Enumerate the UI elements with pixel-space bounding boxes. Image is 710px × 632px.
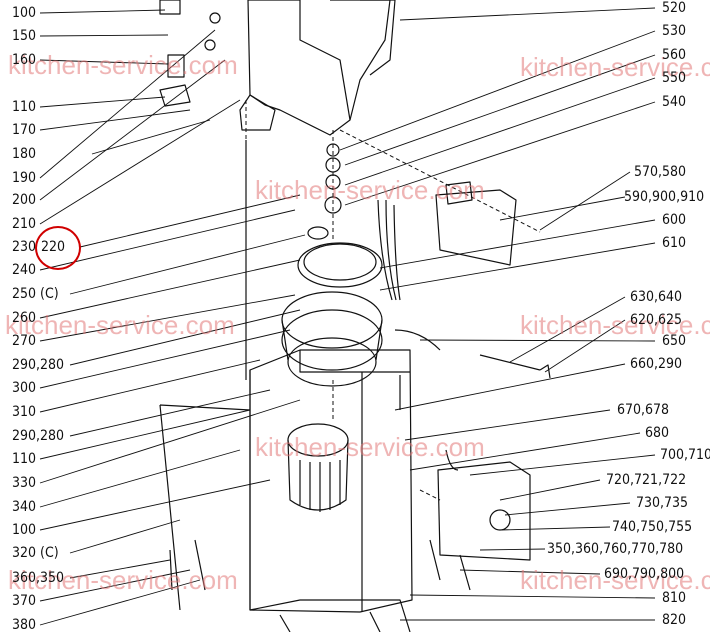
part-label: 300 [12,380,37,396]
part-label: 210 [12,216,37,232]
part-label: 150 [12,28,37,44]
part-label: 670,678 [617,402,670,418]
bracket [239,94,276,131]
part-label: 810 [662,590,687,606]
part-label: 700,710 [660,447,710,463]
highlight-circle [35,226,81,270]
part-label: 820 [662,612,687,628]
part-label: 530 [662,23,687,39]
bowl-rim [281,291,383,349]
part-label: 550 [662,70,687,86]
part-label: 360,350 [12,570,65,586]
part-label: 600 [662,212,687,228]
part-label: 660,290 [630,356,683,372]
part-label: 650 [662,333,687,349]
cutting-disc [297,242,383,288]
part-label: 100 [12,5,37,21]
part-label: 290,280 [12,428,65,444]
part-label: 240 [12,262,37,278]
part-label: 740,750,755 [612,519,693,535]
part-label: 720,721,722 [606,472,687,488]
control-box [437,461,531,561]
switch-box [435,189,517,266]
part-label: 230 [12,239,37,255]
motor [287,423,349,457]
part-label: 370 [12,593,37,609]
part-label: 520 [662,0,687,16]
part-label: 270 [12,333,37,349]
part-label: 180 [12,146,37,162]
part-label: 160 [12,52,37,68]
part-label: 110 [12,99,37,115]
part-label: 560 [662,47,687,63]
part-label: 310 [12,404,37,420]
part-label: 620,625 [630,312,683,328]
part-label: 170 [12,122,37,138]
part-label: 330 [12,475,37,491]
main-housing [249,349,413,613]
part-label: 590,900,910 [624,189,705,205]
part-label: 110 [12,451,37,467]
part-label: 320 (C) [12,545,59,561]
part-label: 540 [662,94,687,110]
part-label: 340 [12,499,37,515]
part-label: 610 [662,235,687,251]
part-label: 250 (C) [12,286,59,302]
part-label: 350,360,760,770,780 [547,541,684,557]
part-label: 200 [12,192,37,208]
part-label: 190 [12,170,37,186]
microswitch [167,54,185,78]
part-label: 100 [12,522,37,538]
part-label: 290,280 [12,357,65,373]
feed-chute [247,0,351,136]
part-label: 260 [12,310,37,326]
part-label: 690,790,800 [604,566,685,582]
part-label: 680 [645,425,670,441]
chute-cover [330,0,391,121]
part-label: 730,735 [636,495,689,511]
part-label: 630,640 [630,289,683,305]
part-label: 380 [12,617,37,632]
part-label: 570,580 [634,164,687,180]
